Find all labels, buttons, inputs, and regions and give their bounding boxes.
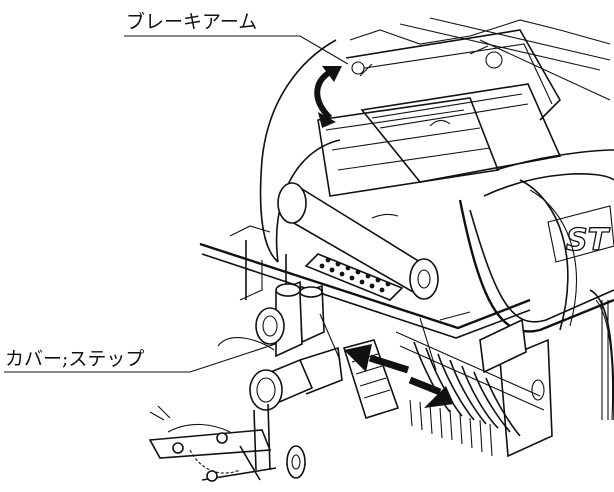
label-brake-arm: ブレーキアーム <box>126 10 257 33</box>
label-cover-step: カバー;ステップ <box>5 348 144 370</box>
main-body: ST <box>275 139 614 421</box>
brand-badge: ST <box>566 223 611 258</box>
front-frame <box>199 225 531 339</box>
step-plate <box>319 313 437 420</box>
cover-step-arrow-icons <box>344 344 454 408</box>
hood-assembly <box>259 17 611 263</box>
brake-arm-arrow-icon <box>314 66 342 128</box>
pressure-roller <box>277 182 439 300</box>
leader-brake-arm <box>124 35 349 65</box>
tine-rotor <box>395 318 553 458</box>
hitch-assembly <box>148 280 343 482</box>
perforated-plate <box>304 253 404 301</box>
